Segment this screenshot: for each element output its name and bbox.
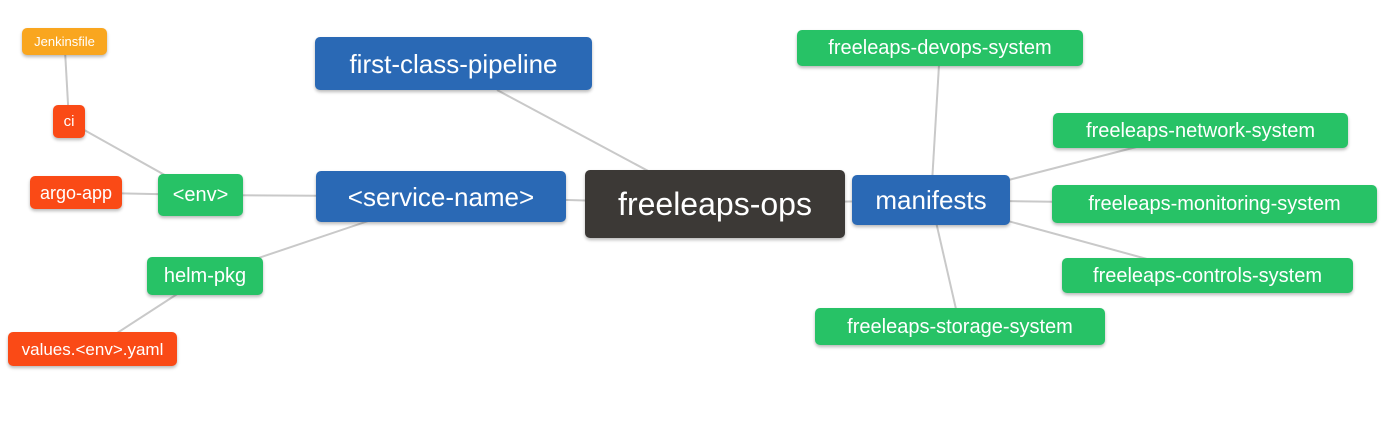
node-service-name[interactable]: <service-name> xyxy=(316,171,566,222)
node-manifests[interactable]: manifests xyxy=(852,175,1010,225)
node-env[interactable]: <env> xyxy=(158,174,243,216)
edge-manifests--freeleaps-devops-system xyxy=(930,47,941,201)
node-ci[interactable]: ci xyxy=(53,105,85,138)
node-freeleaps-monitoring-system[interactable]: freeleaps-monitoring-system xyxy=(1052,185,1377,223)
node-argo-app[interactable]: argo-app xyxy=(30,176,122,209)
node-freeleaps-controls-system[interactable]: freeleaps-controls-system xyxy=(1062,258,1353,293)
node-jenkinsfile[interactable]: Jenkinsfile xyxy=(22,28,107,55)
node-first-class-pipeline[interactable]: first-class-pipeline xyxy=(315,37,592,90)
node-freeleaps-devops-system[interactable]: freeleaps-devops-system xyxy=(797,30,1083,66)
node-freeleaps-network-system[interactable]: freeleaps-network-system xyxy=(1053,113,1348,148)
edge-first-class-pipeline--freeleaps-ops xyxy=(496,89,666,181)
node-values-env-yaml[interactable]: values.<env>.yaml xyxy=(8,332,177,366)
node-helm-pkg[interactable]: helm-pkg xyxy=(147,257,263,295)
node-freeleaps-storage-system[interactable]: freeleaps-storage-system xyxy=(815,308,1105,345)
node-freeleaps-ops[interactable]: freeleaps-ops xyxy=(585,170,845,238)
